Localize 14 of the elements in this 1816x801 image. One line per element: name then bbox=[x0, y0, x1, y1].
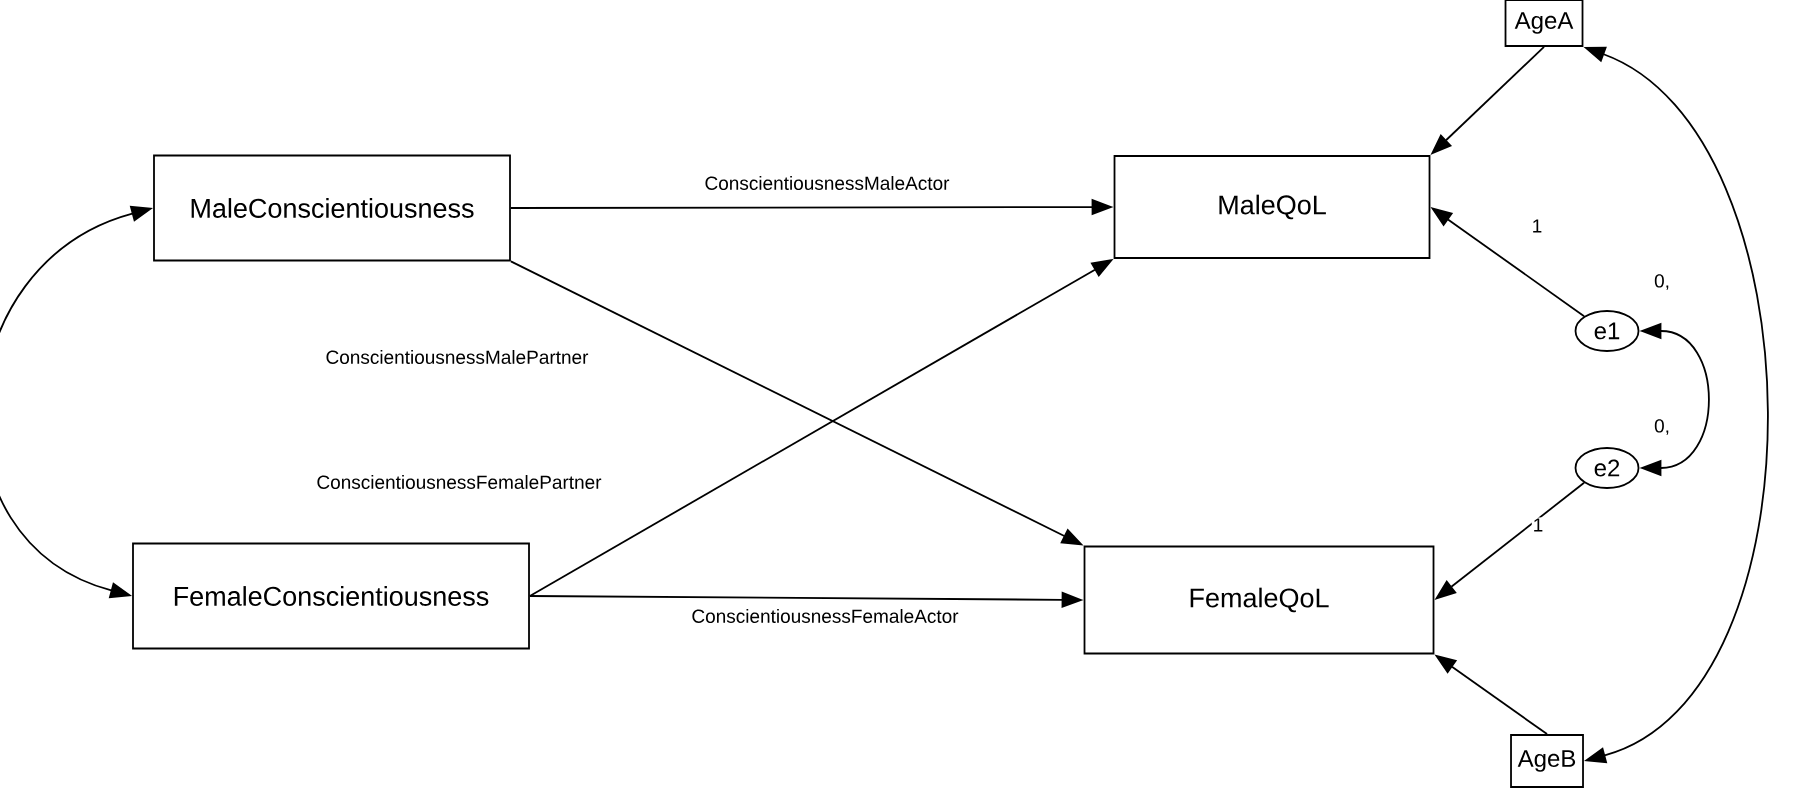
edge-label: ConscientiousnessFemaleActor bbox=[690, 608, 960, 624]
edge-label: ConscientiousnessFemalePartner bbox=[315, 474, 603, 490]
edge-label: 1 bbox=[1531, 517, 1545, 533]
variable-box: AgeA bbox=[1504, 0, 1584, 47]
edge-label: ConscientiousnessMalePartner bbox=[324, 349, 590, 365]
variance-label: 0, bbox=[1654, 274, 1669, 290]
edge-label: 1 bbox=[1530, 218, 1544, 234]
variable-box: AgeB bbox=[1510, 734, 1584, 788]
variance-label: 0, bbox=[1654, 419, 1669, 435]
edge-label: ConscientiousnessMaleActor bbox=[703, 175, 951, 191]
variable-box: FemaleQoL bbox=[1083, 545, 1435, 655]
variable-box: MaleConscientiousness bbox=[153, 154, 511, 262]
variable-box: MaleQoL bbox=[1113, 155, 1431, 259]
variable-box: FemaleConscientiousness bbox=[132, 542, 530, 650]
